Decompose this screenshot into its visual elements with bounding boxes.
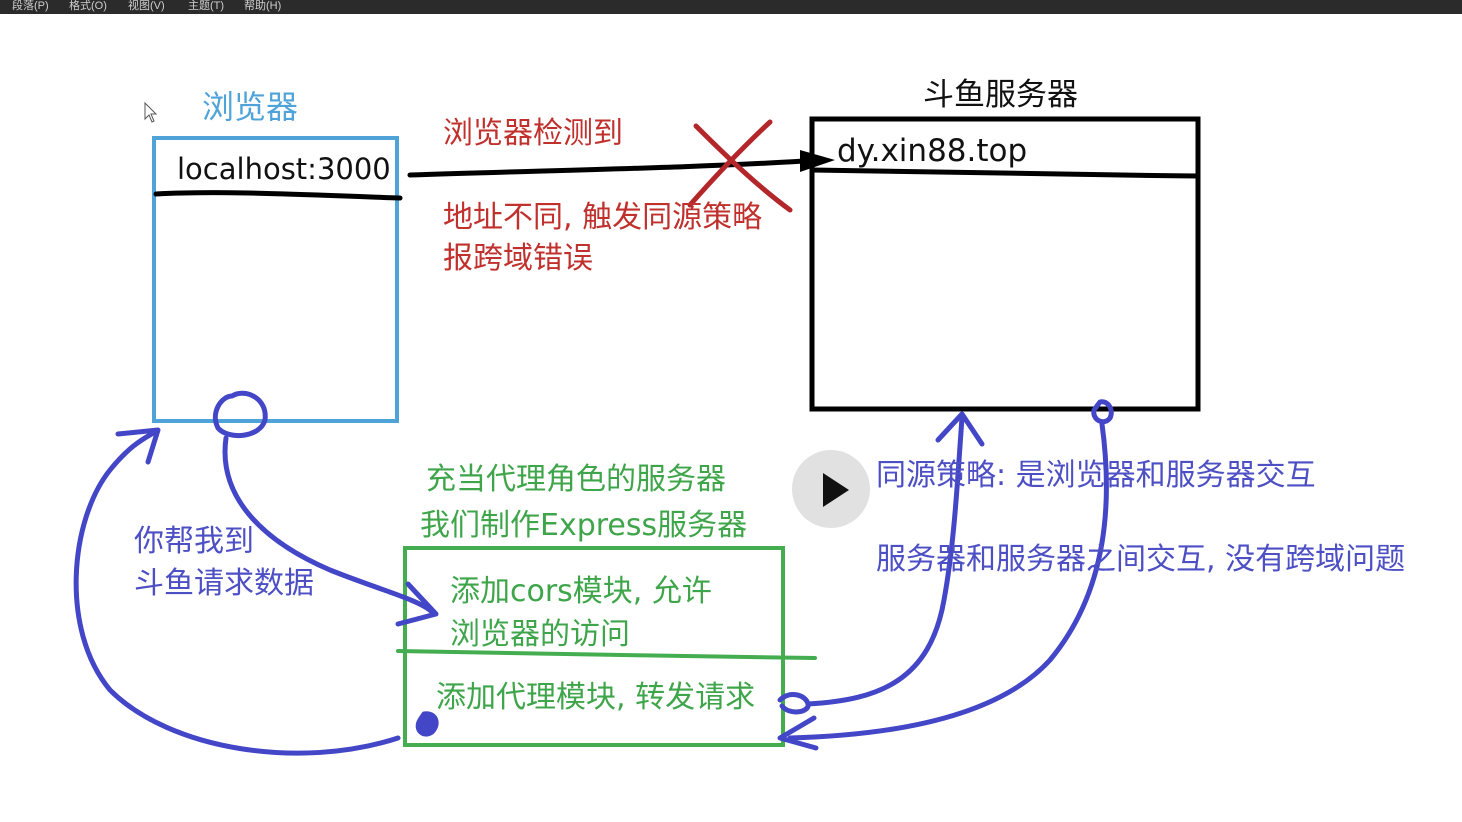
play-icon bbox=[823, 473, 849, 507]
right-note-line1: 同源策略: 是浏览器和服务器交互 bbox=[876, 458, 1316, 493]
browser-address: localhost:3000 bbox=[177, 152, 391, 186]
server-to-proxy-head bbox=[777, 715, 819, 751]
browser-address-underline bbox=[153, 190, 403, 201]
red-note-line3: 报跨域错误 bbox=[443, 241, 593, 276]
menu-bar: 段落(P) 格式(O) 视图(V) 主题(T) 帮助(H) bbox=[0, 0, 1462, 14]
play-button[interactable] bbox=[792, 450, 870, 528]
cross-mark-icon bbox=[687, 119, 793, 213]
menu-format[interactable]: 格式(O) bbox=[69, 0, 107, 12]
red-note-line2: 地址不同, 触发同源策略 bbox=[443, 200, 763, 235]
proxy-title-1: 充当代理角色的服务器 bbox=[426, 462, 726, 497]
server-to-proxy-curve bbox=[787, 421, 1109, 741]
proxy-to-server-head bbox=[935, 411, 985, 447]
server-address-underline bbox=[809, 167, 1201, 179]
browser-loop-stroke bbox=[212, 390, 268, 439]
diagram-drawing bbox=[73, 116, 1201, 756]
server-box bbox=[809, 116, 1201, 412]
proxy-divider bbox=[396, 649, 817, 660]
browser-title: 浏览器 bbox=[202, 88, 299, 126]
proxy-title-2: 我们制作Express服务器 bbox=[420, 508, 748, 543]
browser-to-proxy-head bbox=[395, 581, 439, 627]
proxy-to-browser-curve bbox=[73, 429, 401, 756]
proxy-forward: 添加代理模块, 转发请求 bbox=[436, 680, 756, 715]
menu-view[interactable]: 视图(V) bbox=[128, 0, 165, 12]
left-note-line2: 斗鱼请求数据 bbox=[134, 566, 314, 601]
menu-help[interactable]: 帮助(H) bbox=[244, 0, 282, 12]
browser-to-proxy-curve bbox=[222, 435, 435, 615]
server-title: 斗鱼服务器 bbox=[923, 77, 1078, 113]
server-loop-stroke bbox=[1091, 399, 1114, 425]
menu-paragraph[interactable]: 段落(P) bbox=[12, 0, 49, 12]
diagram-canvas: 浏览器 localhost:3000 斗鱼服务器 dy.xin88.top 浏览… bbox=[0, 14, 1462, 822]
proxy-to-browser-head bbox=[115, 427, 161, 465]
proxy-to-server-curve bbox=[777, 415, 965, 715]
server-address: dy.xin88.top bbox=[837, 133, 1028, 169]
proxy-cors-line2: 浏览器的访问 bbox=[450, 617, 630, 652]
request-arrow-head bbox=[800, 150, 835, 172]
right-note-line2: 服务器和服务器之间交互, 没有跨域问题 bbox=[876, 542, 1406, 577]
red-note-line1: 浏览器检测到 bbox=[443, 116, 623, 151]
proxy-cors-line1: 添加cors模块, 允许 bbox=[450, 574, 712, 609]
proxy-box bbox=[403, 546, 785, 747]
browser-box bbox=[152, 136, 399, 423]
request-arrow bbox=[407, 157, 823, 178]
left-note-line1: 你帮我到 bbox=[134, 524, 254, 559]
menu-theme[interactable]: 主题(T) bbox=[188, 0, 225, 12]
proxy-start-dot bbox=[415, 711, 439, 737]
